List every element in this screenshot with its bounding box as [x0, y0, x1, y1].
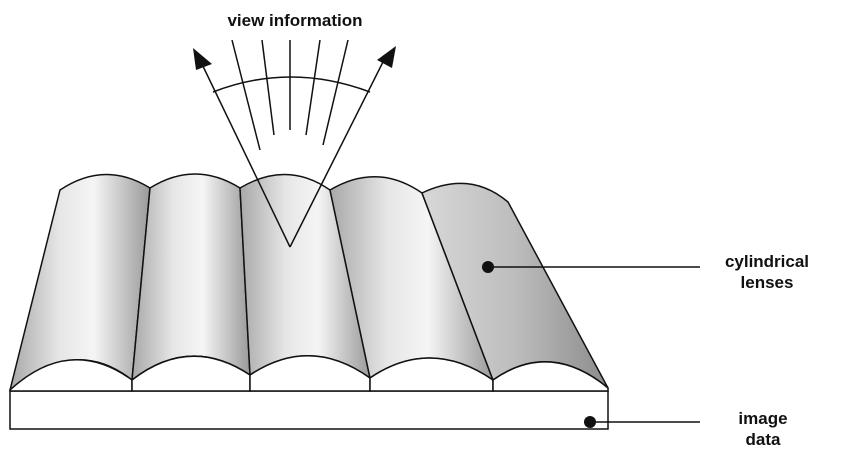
- image-data-label-line1: image: [738, 409, 788, 428]
- image-data-marker-dot: [584, 416, 596, 428]
- view-cone: [199, 39, 386, 248]
- leader-lines: [488, 266, 700, 423]
- image-data-label: image data: [718, 408, 808, 450]
- lens-front-faces: [9, 355, 609, 392]
- lens-1: [9, 173, 151, 391]
- lens-marker-dot: [482, 261, 494, 273]
- arrowhead-right: [377, 46, 396, 68]
- view-information-label: view information: [227, 11, 363, 30]
- cylindrical-lenses-label-line1: cylindrical: [724, 252, 810, 271]
- arrowhead-left: [193, 48, 212, 70]
- cylindrical-lenses-label-line2: lenses: [740, 273, 794, 292]
- image-data-slab: [9, 390, 609, 430]
- cylindrical-lenses-label: cylindrical lenses: [712, 251, 822, 293]
- image-data-label-line2: data: [745, 430, 781, 449]
- lens-bodies: [9, 173, 609, 391]
- lens-2: [131, 173, 251, 381]
